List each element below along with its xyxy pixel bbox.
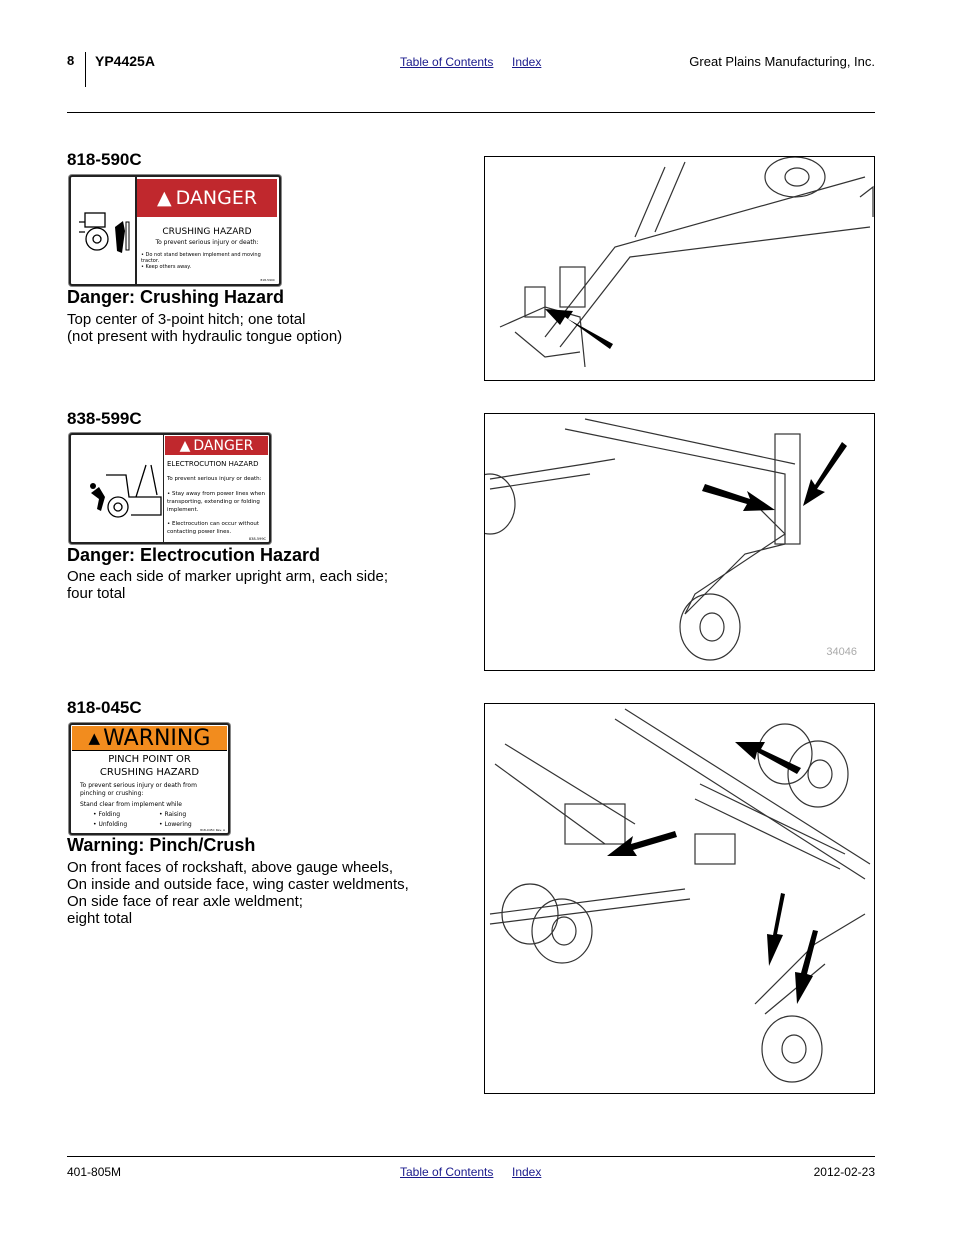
footer-toc-link[interactable]: Table of Contents (400, 1165, 494, 1179)
toc-link[interactable]: Table of Contents (400, 55, 494, 69)
page-number: 8 (67, 53, 75, 68)
arrow-icon (607, 831, 677, 856)
hazard-name: ELECTROCUTION HAZARD (167, 460, 259, 468)
warning-banner: ▲WARNING (72, 726, 227, 751)
marker-arm-illustration: 34046 (484, 413, 875, 671)
footer-index-link[interactable]: Index (512, 1165, 542, 1179)
decal-bullet: • Folding (93, 811, 121, 818)
decal-code: 838-599C (67, 409, 142, 428)
decal-part-number: 838-599C (248, 537, 266, 541)
decal-intro: To prevent serious injury or death: (155, 239, 259, 246)
decal-bullet: • Unfolding (93, 821, 128, 828)
index-link[interactable]: Index (512, 55, 542, 69)
signal-word: WARNING (103, 725, 211, 751)
decal-part-number: 818-045C Rev. A (200, 828, 225, 832)
section-title: Danger: Electrocution Hazard (67, 545, 321, 565)
hazard-name: CRUSHING HAZARD (162, 227, 252, 237)
arrow-icon (803, 442, 847, 506)
warning-triangle-icon: ▲ (88, 729, 101, 747)
decal-bullet: • Do not stand between implement and mov… (141, 252, 261, 264)
decal-part-number: 818-590C (260, 278, 275, 282)
arrow-icon (702, 484, 775, 511)
figure-number: 34046 (826, 646, 857, 658)
signal-word: DANGER (175, 187, 258, 209)
decal-bullet: • Lowering (159, 821, 192, 828)
decal-intro: To prevent serious injury or death from … (80, 782, 197, 797)
crushing-hazard-decal: ▲DANGER CRUSHING HAZARD To prevent serio… (69, 175, 281, 286)
warning-triangle-icon: ▲ (156, 187, 172, 209)
section-description: Top center of 3-point hitch; one total(n… (67, 311, 343, 345)
decal-bullet: • Electrocution can occur without contac… (167, 521, 260, 535)
decal-bullet: • Raising (159, 811, 187, 818)
document-number: 401-805M (67, 1165, 122, 1179)
hazard-line-2: CRUSHING HAZARD (99, 767, 200, 778)
hitch-illustration (484, 156, 875, 381)
tractor-pictogram (71, 177, 137, 284)
document-date: 2012-02-23 (813, 1165, 875, 1179)
danger-banner: ▲DANGER (137, 179, 277, 217)
decal-bullet: • Stay away from power lines when transp… (167, 491, 265, 513)
arrow-icon (767, 893, 785, 966)
section-title: Warning: Pinch/Crush (67, 835, 256, 855)
arrow-icon (735, 742, 801, 774)
decal-bullet: • Keep others away. (141, 264, 192, 270)
section-title: Danger: Crushing Hazard (67, 287, 285, 307)
decal-intro: To prevent serious injury or death: (167, 476, 262, 482)
electrocution-pictogram (71, 435, 164, 542)
arrow-icon (545, 309, 613, 349)
arrow-icon (795, 930, 818, 1004)
pinch-crush-warning-decal: ▲WARNING PINCH POINT OR CRUSHING HAZARD … (69, 723, 230, 835)
hazard-line-1: PINCH POINT OR (108, 754, 191, 765)
rockshaft-illustration (484, 703, 875, 1094)
danger-banner: ▲DANGER (165, 436, 268, 455)
header-rule (67, 112, 875, 113)
footer-rule (67, 1156, 875, 1157)
section-description: On front faces of rockshaft, above gauge… (67, 859, 409, 927)
company-name: Great Plains Manufacturing, Inc. (689, 54, 875, 69)
signal-word: DANGER (193, 437, 254, 454)
model-name: YP4425A (95, 53, 155, 69)
decal-code: 818-590C (67, 150, 142, 169)
electrocution-hazard-decal: ▲DANGER ELECTROCUTION HAZARD To prevent … (69, 433, 271, 544)
decal-stand-clear: Stand clear from implement while (80, 801, 182, 808)
section-description: One each side of marker upright arm, eac… (67, 568, 388, 602)
warning-triangle-icon: ▲ (179, 437, 191, 454)
decal-code: 818-045C (67, 698, 142, 717)
header-divider (85, 52, 86, 87)
